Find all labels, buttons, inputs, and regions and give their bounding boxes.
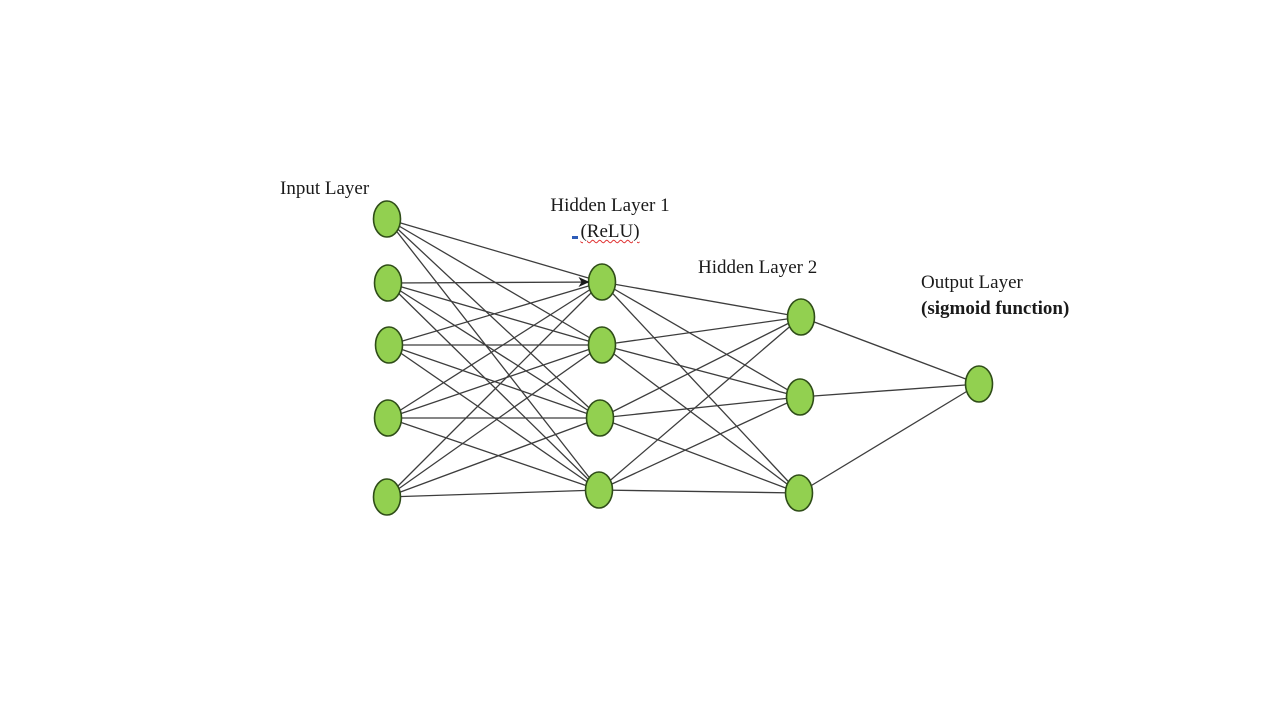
neuron-nodes: [372, 200, 994, 516]
neuron-node-input: [372, 200, 402, 238]
hidden-layer-2-title: Hidden Layer 2: [698, 257, 818, 278]
edge-line: [386, 344, 603, 498]
edge-line: [387, 281, 603, 284]
edge-line: [799, 383, 980, 398]
edge-line: [386, 489, 600, 498]
edge-line: [386, 281, 603, 498]
edge-line: [598, 396, 801, 491]
arrowhead-icon: [578, 277, 590, 287]
edge-line: [387, 282, 600, 491]
edge-line: [599, 417, 800, 494]
neuron-node-input: [373, 264, 403, 302]
edge-line: [386, 218, 600, 491]
edge-line: [386, 218, 603, 283]
label-hidden-layer-1: Hidden Layer 1 (ReLU): [528, 193, 692, 245]
edge-line: [387, 281, 603, 419]
grammar-tick-mark: [572, 236, 578, 239]
neuron-node-input: [373, 399, 403, 437]
neuron-node-output: [964, 365, 994, 403]
hidden-layer-1-activation: (ReLU): [580, 221, 640, 242]
edge-line: [798, 383, 980, 494]
neuron-node-hidden1: [584, 471, 614, 509]
edge-line: [601, 281, 801, 398]
edge-line: [387, 344, 603, 419]
edge-line: [388, 281, 603, 346]
edge-line: [601, 281, 802, 318]
label-output-layer: Output Layer (sigmoid function): [921, 270, 1069, 322]
edge-line: [386, 218, 601, 419]
edge-line: [599, 316, 802, 419]
neuron-node-input: [372, 478, 402, 516]
edge-line: [601, 281, 800, 494]
hidden-layer-1-title: Hidden Layer 1: [550, 195, 670, 216]
edge-line: [601, 344, 800, 494]
edge-lines: [386, 218, 980, 498]
neuron-node-hidden1: [587, 326, 617, 364]
edge-line: [386, 417, 601, 498]
neuron-node-hidden1: [585, 399, 615, 437]
label-hidden-layer-2: Hidden Layer 2: [698, 255, 817, 281]
edge-line: [601, 316, 802, 346]
label-input-layer: Input Layer: [280, 176, 369, 202]
edge-line: [601, 344, 801, 398]
output-layer-title: Output Layer: [921, 272, 1023, 293]
edge-line: [598, 489, 800, 494]
edge-line: [599, 396, 801, 419]
output-layer-activation: (sigmoid function): [921, 298, 1070, 319]
edge-line: [800, 316, 980, 385]
neuron-node-hidden2: [785, 378, 815, 416]
input-layer-title: Input Layer: [280, 178, 370, 199]
neuron-node-input: [374, 326, 404, 364]
edge-line: [387, 417, 600, 491]
neuron-node-hidden2: [786, 298, 816, 336]
neuron-node-hidden2: [784, 474, 814, 512]
arrowhead-marker: [578, 277, 590, 287]
neuron-node-hidden1: [587, 263, 617, 301]
edge-line: [598, 316, 802, 491]
